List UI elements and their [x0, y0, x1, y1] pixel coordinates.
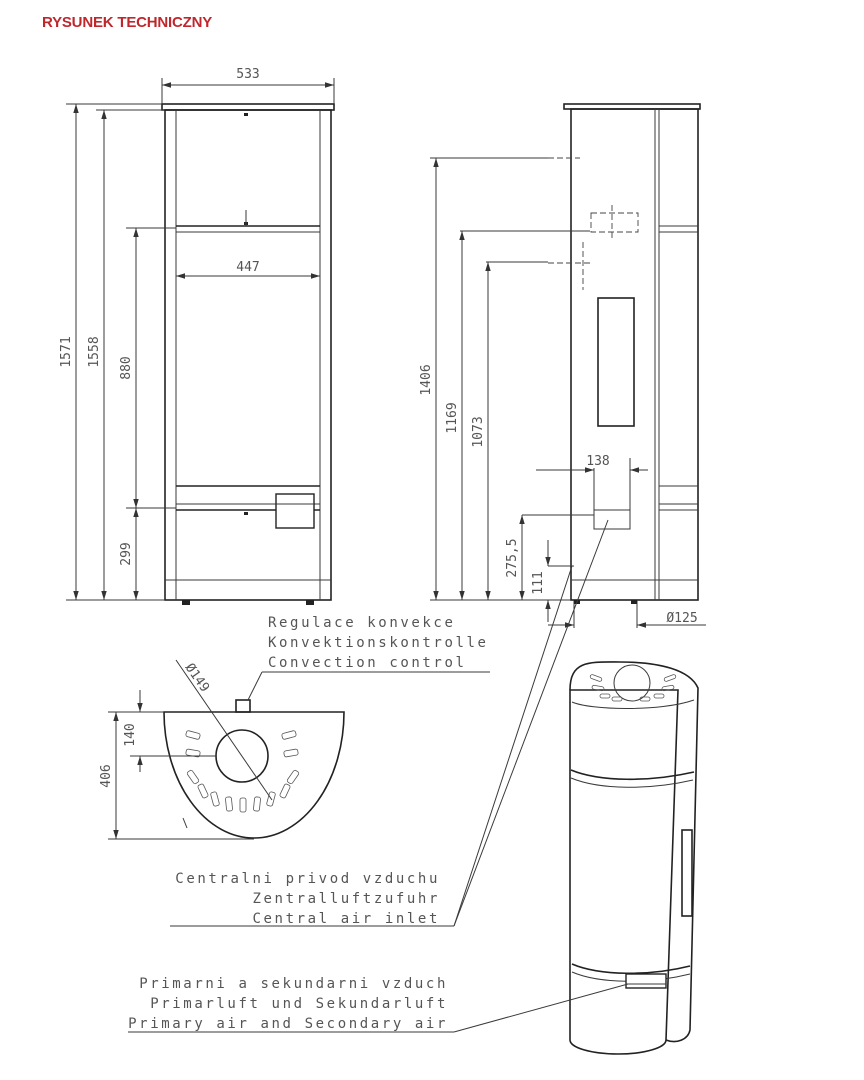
dim-door-height: 880	[119, 356, 134, 379]
perspective-vents	[589, 674, 677, 702]
convection-label-cz: Regulace konvekce	[268, 615, 456, 631]
front-view: 533 447 1571 1558 880 299	[59, 67, 335, 605]
dim-inlet-width: 138	[586, 454, 609, 469]
primary-air-label: Primarni a sekundarni vzduch Primarluft …	[128, 976, 448, 1032]
primary-air-label-cz: Primarni a sekundarni vzduch	[139, 976, 448, 992]
dim-pipe-dia: Ø125	[666, 611, 697, 626]
dim-side-h3: 1073	[471, 416, 486, 447]
side-view: 1406 1169 1073 275,5 111 138 Ø125	[419, 103, 706, 628]
dim-top-depth: 406	[99, 764, 114, 787]
dim-top-offset: 140	[123, 723, 138, 746]
dim-base-height: 299	[119, 542, 134, 565]
top-vents	[185, 730, 300, 813]
primary-air-label-de: Primarluft und Sekundarluft	[150, 996, 448, 1012]
convection-label-de: Konvektionskontrolle	[268, 635, 489, 651]
page-title: RYSUNEK TECHNICZNY	[42, 14, 213, 31]
central-air-label: Centralni privod vzduchu Zentralluftzufu…	[175, 871, 441, 927]
dim-height-body: 1558	[87, 336, 102, 367]
dim-side-h1: 1406	[419, 364, 434, 395]
perspective-view	[569, 661, 699, 1055]
convection-label: Regulace konvekce Konvektionskontrolle C…	[268, 615, 489, 671]
dim-inlet-h1: 275,5	[505, 538, 520, 577]
primary-air-label-en: Primary air and Secondary air	[128, 1016, 448, 1032]
leader-lines	[128, 519, 629, 1033]
dim-side-h2: 1169	[445, 402, 460, 433]
dim-front-width: 533	[236, 67, 259, 82]
central-air-label-en: Central air inlet	[253, 911, 441, 927]
top-view: 406 140 Ø149	[99, 659, 345, 840]
convection-label-en: Convection control	[268, 655, 467, 671]
central-air-label-de: Zentralluftzufuhr	[253, 891, 441, 907]
central-air-label-cz: Centralni privod vzduchu	[175, 871, 440, 887]
dim-top-dia: Ø149	[182, 661, 212, 695]
dim-inner-width: 447	[236, 260, 259, 275]
dim-inlet-h2: 111	[531, 571, 546, 594]
dim-height-total: 1571	[59, 336, 74, 367]
